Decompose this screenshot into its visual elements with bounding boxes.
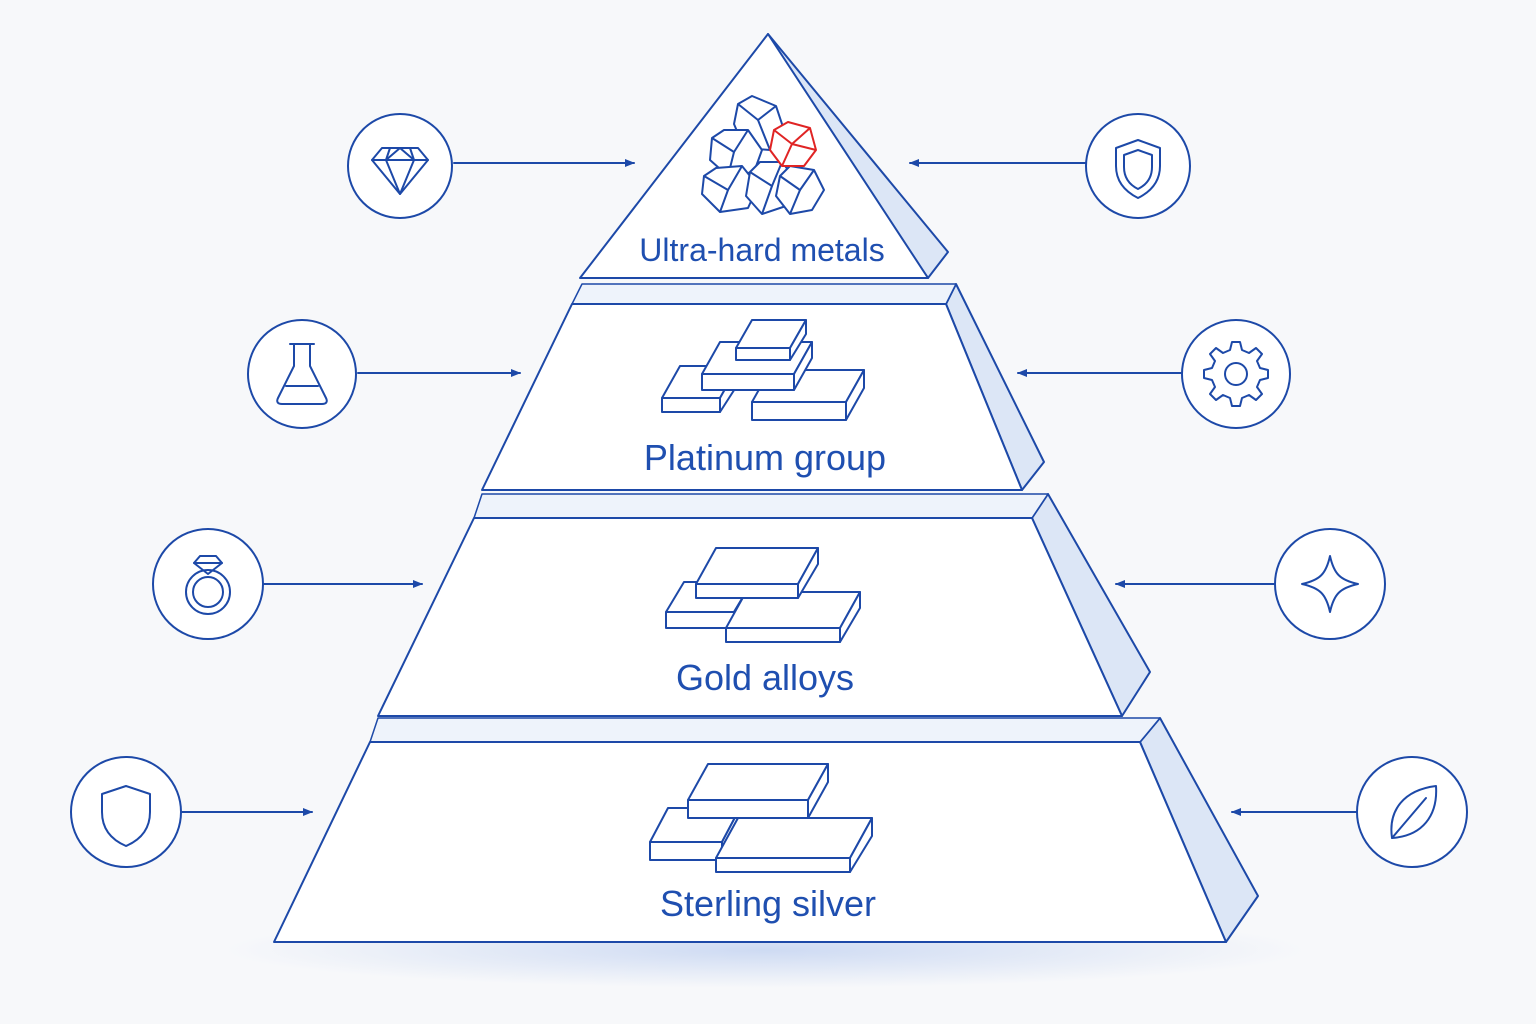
tier-gold-alloys: Gold alloys [377,493,1151,717]
tier-platinum-group: Platinum group [481,283,1045,491]
tier-top-face [571,283,957,305]
sparkle-icon [1274,528,1386,640]
silver-bars-illustration [649,763,873,873]
platinum-bars-illustration [661,319,865,421]
tier-ultra-hard-metals: Ultra-hard metals [579,33,949,279]
diamond-icon [347,113,453,219]
tier-front-face [481,303,1023,491]
tier-top-face [473,493,1049,519]
crystal [701,165,759,213]
gear-icon [1181,319,1291,429]
leaf-icon [1356,756,1468,868]
gold-bars-illustration [665,547,861,643]
shield-icon [1085,113,1191,219]
tier-label-ultra-hard-metals: Ultra-hard metals [639,232,884,268]
crystal [775,165,825,215]
tier-sterling-silver: Sterling silver [273,717,1259,943]
flask-icon [247,319,357,429]
crystal-cluster-illustration [701,95,825,215]
shield-icon [70,756,182,868]
ring-icon [152,528,264,640]
tier-top-face [369,717,1161,743]
crystal-highlight-red [769,121,817,167]
tier-label-gold-alloys: Gold alloys [676,657,854,698]
tier-label-platinum-group: Platinum group [644,437,886,478]
tier-label-sterling-silver: Sterling silver [660,883,876,924]
